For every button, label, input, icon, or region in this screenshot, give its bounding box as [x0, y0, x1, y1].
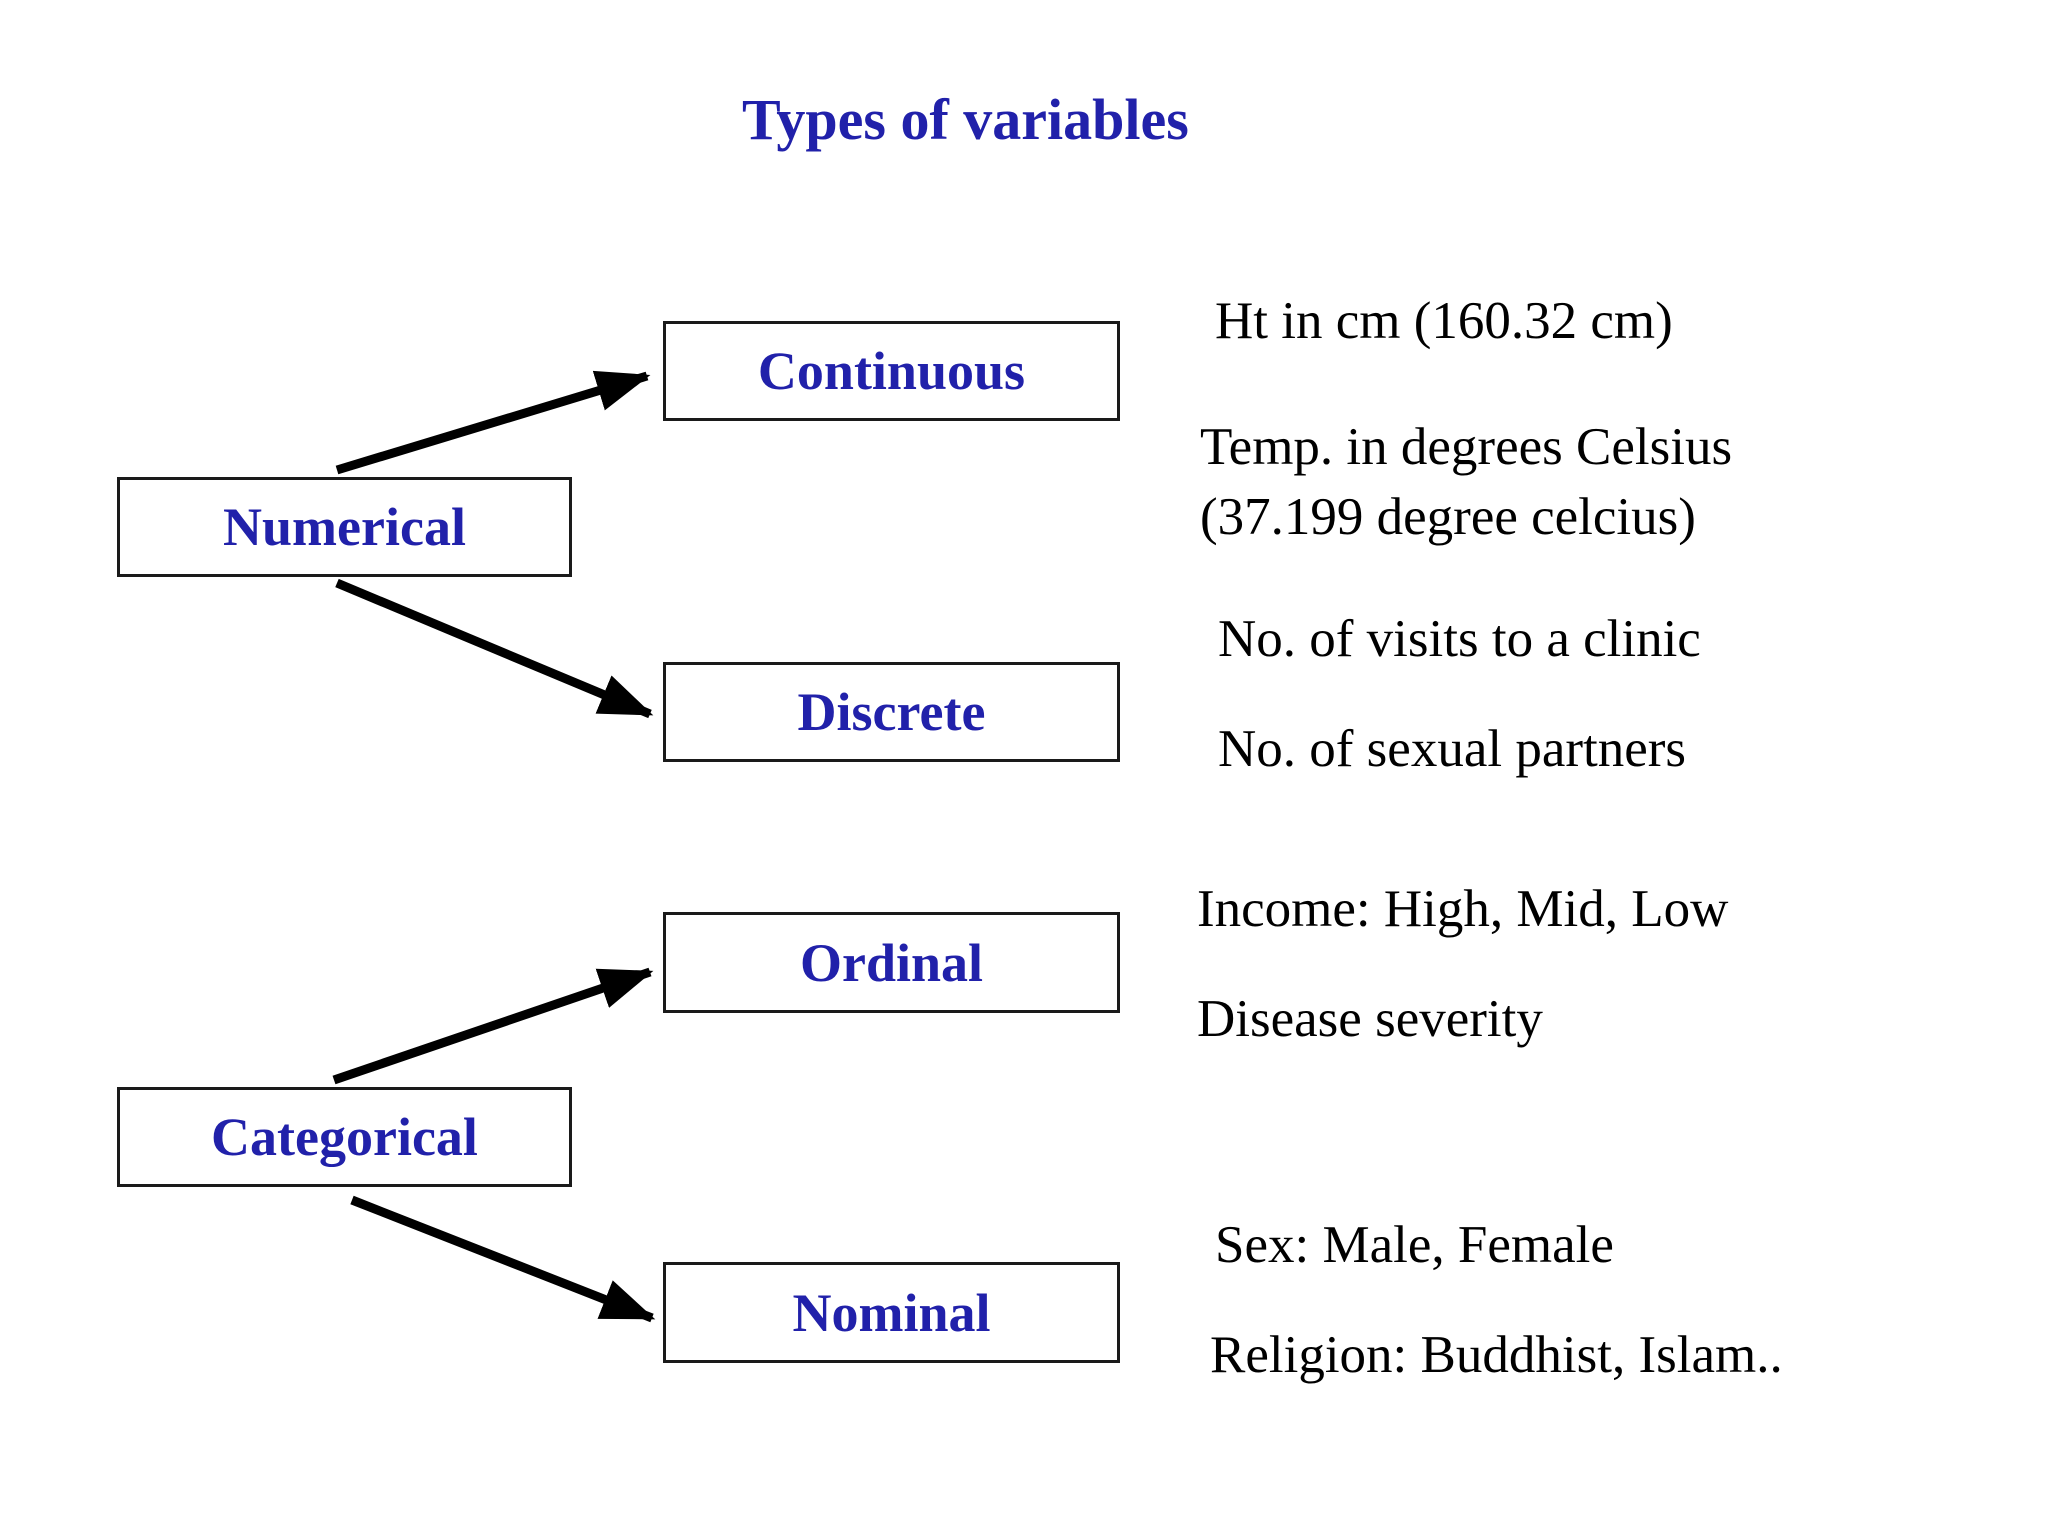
slide-title: Types of variables	[742, 87, 1189, 152]
example-ordinal-line-2: Disease severity	[1197, 990, 1543, 1048]
node-nominal-label: Nominal	[792, 1282, 991, 1343]
node-continuous-label: Continuous	[757, 341, 1026, 401]
node-categorical: Categorical	[117, 1087, 572, 1187]
arrow-numerical-to-discrete	[335, 578, 654, 719]
arrow-numerical-to-continuous	[335, 370, 651, 475]
example-continuous-line-1: Ht in cm (160.32 cm)	[1215, 292, 1673, 350]
node-ordinal: Ordinal	[663, 912, 1120, 1013]
arrow-categorical-to-nominal	[350, 1195, 656, 1323]
node-categorical-label: Categorical	[211, 1107, 478, 1167]
example-continuous-line-2: Temp. in degrees Celsius	[1200, 418, 1733, 476]
node-ordinal-label: Ordinal	[799, 932, 984, 993]
example-nominal-line-2: Religion: Buddhist, Islam..	[1210, 1326, 1783, 1384]
example-ordinal-line-1: Income: High, Mid, Low	[1197, 880, 1729, 938]
example-discrete-line-1: No. of visits to a clinic	[1218, 610, 1701, 668]
node-continuous: Continuous	[663, 321, 1120, 421]
arrow-categorical-to-ordinal	[332, 967, 654, 1085]
node-numerical: Numerical	[117, 477, 572, 577]
node-nominal: Nominal	[663, 1262, 1120, 1363]
example-discrete-line-2: No. of sexual partners	[1218, 720, 1687, 778]
example-continuous-line-3: (37.199 degree celcius)	[1200, 488, 1696, 546]
example-nominal-line-1: Sex: Male, Female	[1215, 1216, 1614, 1274]
node-discrete: Discrete	[663, 662, 1120, 762]
node-numerical-label: Numerical	[223, 497, 466, 557]
node-discrete-label: Discrete	[797, 682, 986, 742]
